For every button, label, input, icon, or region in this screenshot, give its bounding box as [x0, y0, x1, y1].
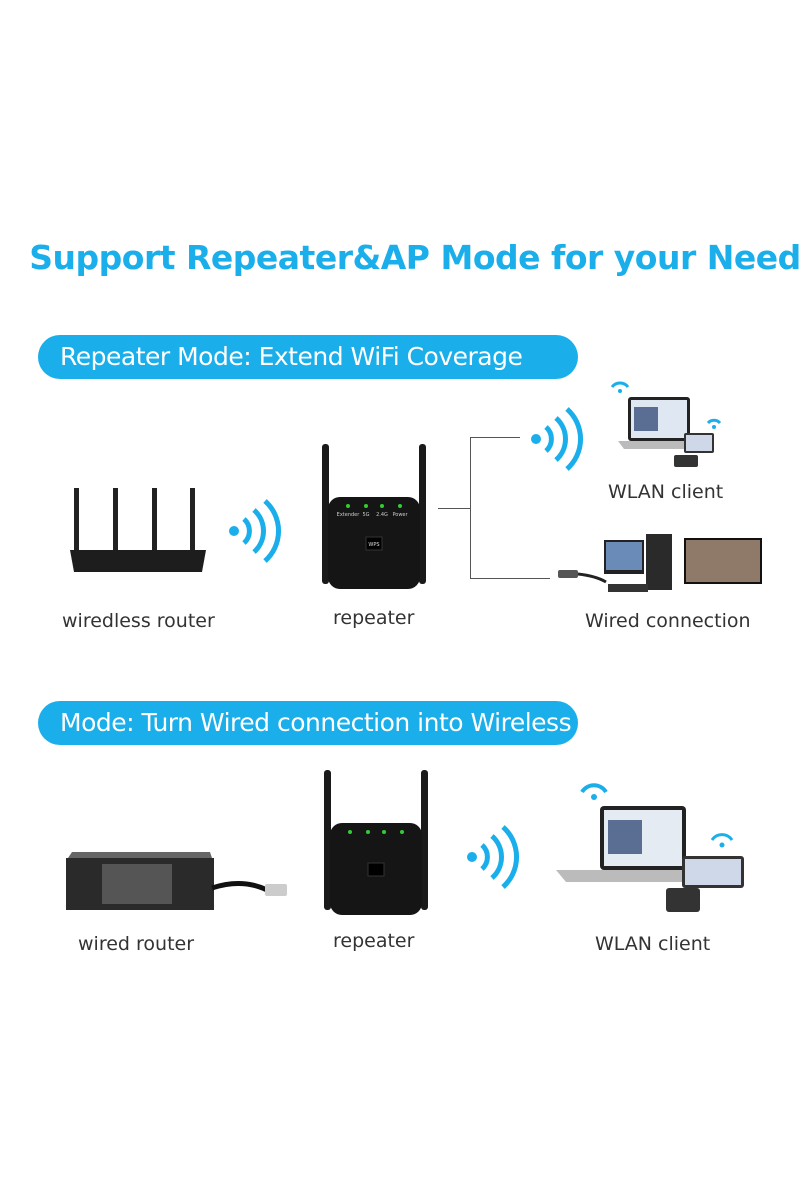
svg-text:Extender: Extender: [337, 512, 361, 518]
connector-line: [470, 437, 520, 438]
wlan-client-label: WLAN client: [608, 481, 724, 503]
repeater-label: repeater: [333, 930, 415, 952]
wired-router-image: [66, 852, 287, 910]
laptop-phone-tablet-image: [610, 381, 722, 467]
section-heading-ap-mode: Mode: Turn Wired connection into Wireles…: [38, 701, 578, 745]
laptop-phone-tablet-image: [556, 783, 744, 912]
source-label: wiredless router: [62, 610, 215, 632]
desktop-tv-image: [558, 534, 762, 592]
page-title: Support Repeater&AP Mode for your Need: [29, 238, 800, 277]
section-heading-repeater-mode: Repeater Mode: Extend WiFi Coverage: [38, 335, 578, 379]
wireless-router-image: [70, 488, 206, 572]
connector-line: [470, 578, 550, 579]
connector-line: [438, 508, 470, 509]
svg-text:WPS: WPS: [368, 542, 379, 548]
wifi-signal-icon: [531, 407, 583, 471]
svg-text:2.4G: 2.4G: [376, 512, 388, 518]
svg-text:Power: Power: [392, 512, 408, 518]
connector-line: [470, 437, 471, 579]
repeater-label: repeater: [333, 607, 415, 629]
repeater-image: [324, 770, 428, 915]
wifi-signal-icon: [467, 825, 519, 889]
wifi-signal-icon: [229, 499, 281, 563]
svg-text:5G: 5G: [362, 512, 369, 518]
source-label: wired router: [78, 933, 195, 955]
wlan-client-label: WLAN client: [595, 933, 711, 955]
wired-connection-label: Wired connection: [585, 610, 751, 632]
repeater-image: Extender 5G 2.4G Power WPS: [322, 444, 426, 589]
